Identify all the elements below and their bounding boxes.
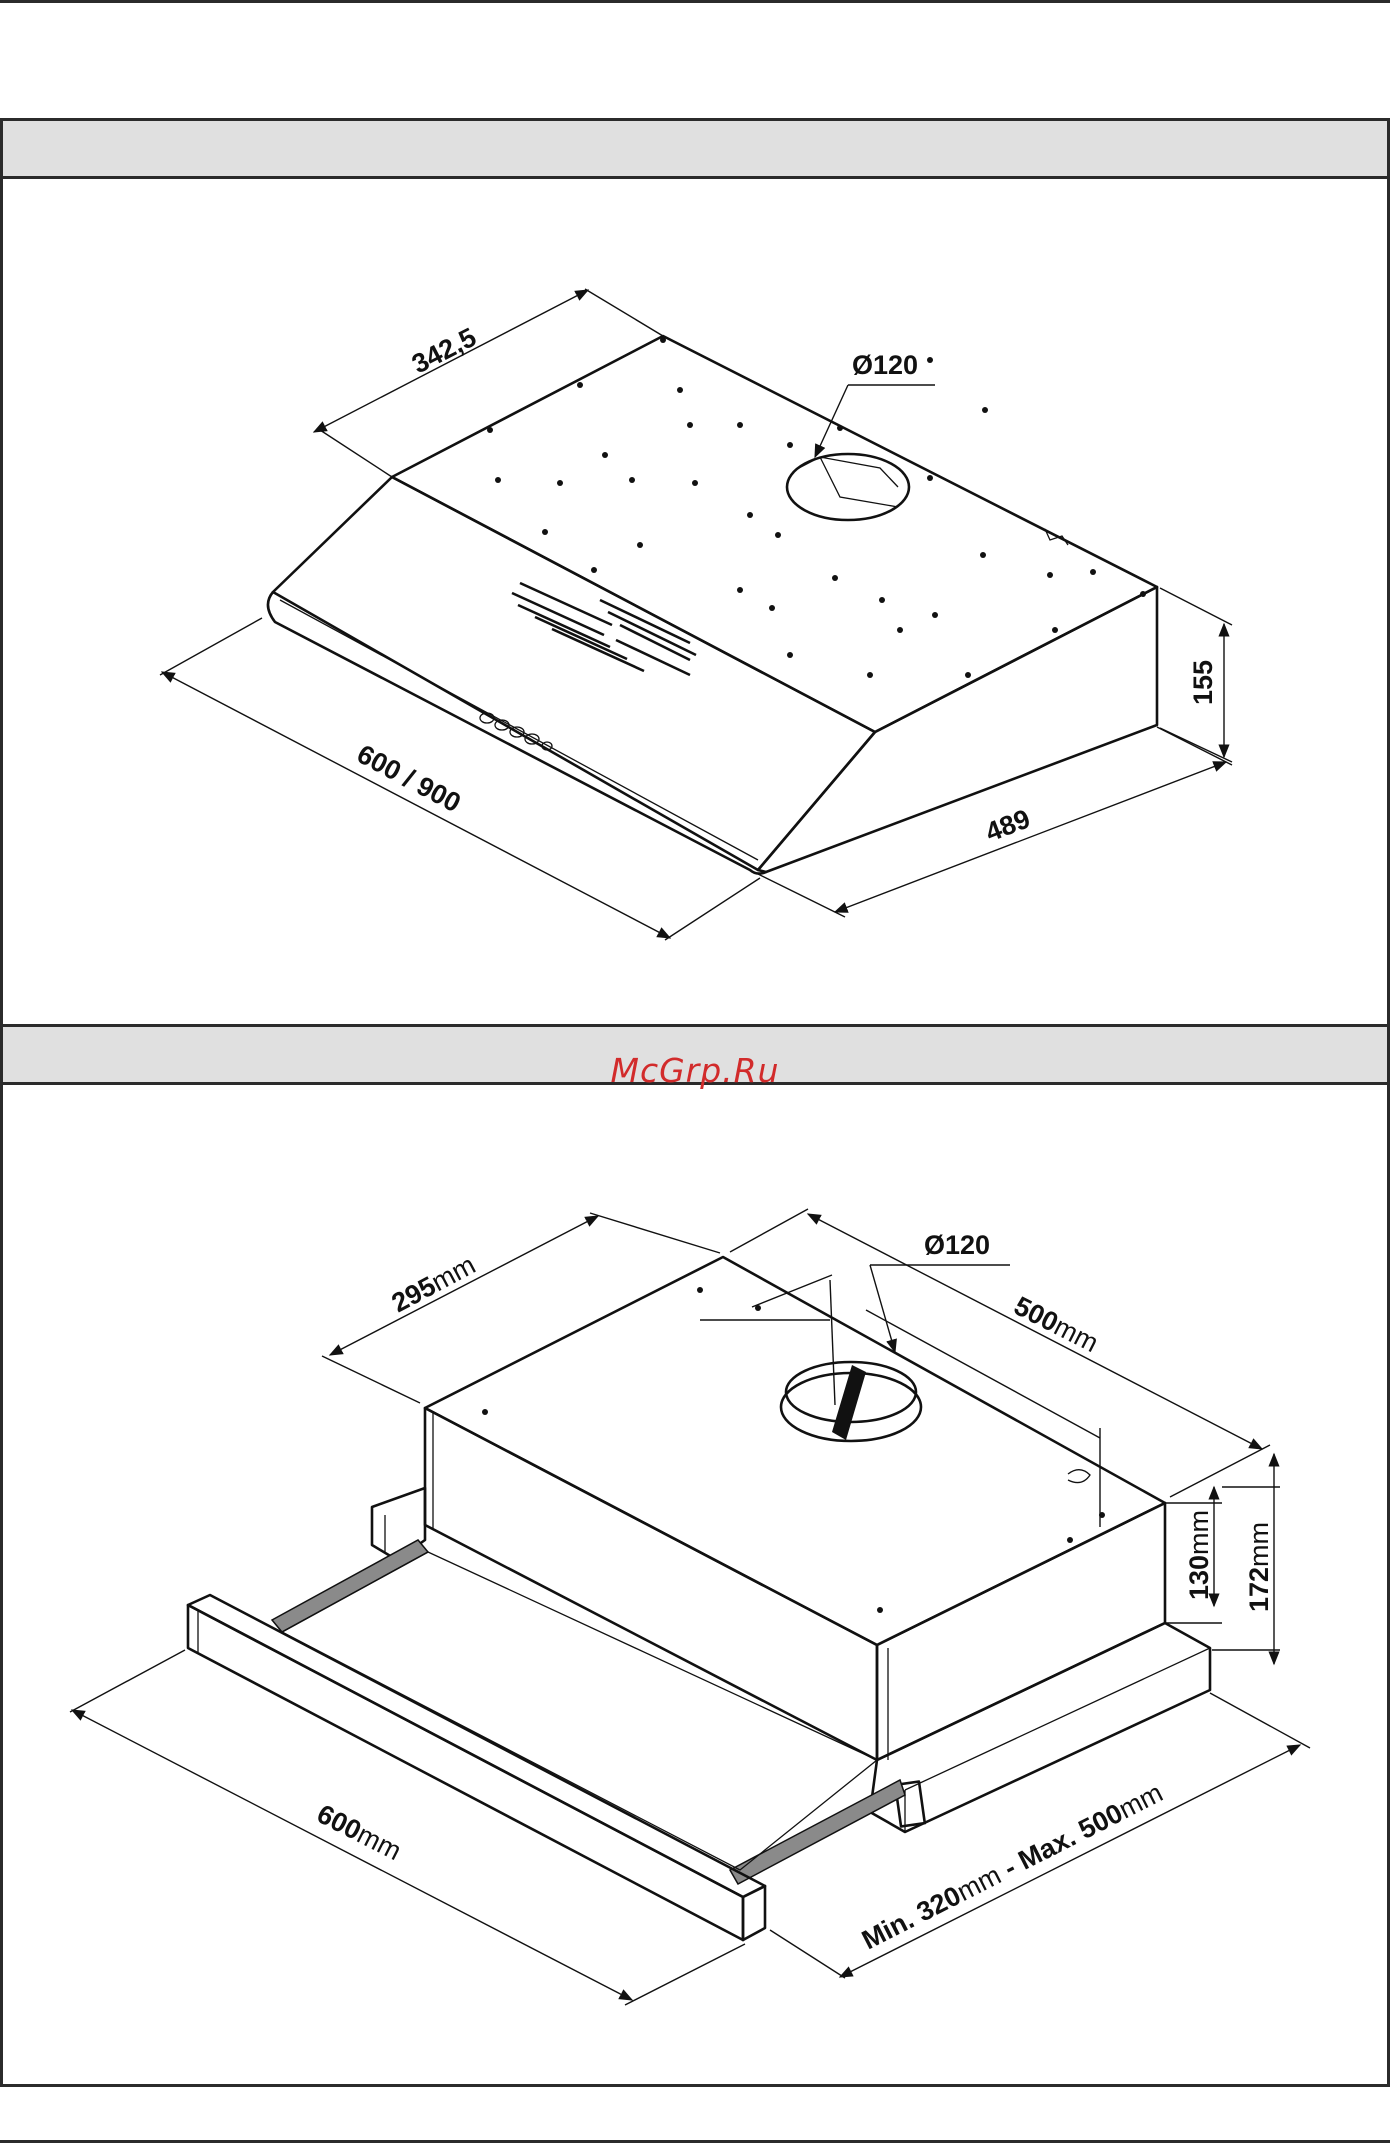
svg-text:600mm: 600mm xyxy=(312,1799,406,1867)
dim-label-height-inner-unit: mm xyxy=(1184,1510,1214,1555)
dim-label-duct-bottom: Ø120 xyxy=(924,1230,990,1260)
vent-slots xyxy=(512,583,696,675)
drawing-telescopic-hood: 295mm Ø120 500mm xyxy=(70,1209,1310,2005)
drawing-under-cabinet-hood: 342,5 Ø120 155 489 600 / 900 xyxy=(160,289,1232,940)
dim-label-height-top: 155 xyxy=(1188,660,1218,705)
dim-label-depth-side: 489 xyxy=(981,803,1034,847)
mounting-holes-bottom xyxy=(482,1287,1105,1613)
dimension-height-inner: 130mm xyxy=(1165,1487,1222,1623)
front-visor xyxy=(188,1595,765,1940)
dim-label-height-inner-value: 130 xyxy=(1184,1555,1214,1600)
dimension-depth-top: 342,5 xyxy=(314,289,663,477)
svg-text:500mm: 500mm xyxy=(1009,1291,1103,1359)
dimension-height-outer: 172mm xyxy=(1212,1454,1280,1664)
dimension-height-top: 155 xyxy=(1160,588,1232,762)
dim-label-height-outer-value: 172 xyxy=(1244,1567,1274,1612)
dimension-depth-bottom: 295mm xyxy=(322,1213,720,1403)
dim-label-duct-top: Ø120 xyxy=(852,350,918,380)
svg-text:172mm: 172mm xyxy=(1244,1522,1274,1612)
dimension-duct-top: Ø120 xyxy=(815,350,935,457)
watermark: McGrp.Ru xyxy=(0,1051,1390,1090)
dim-label-height-outer-unit: mm xyxy=(1244,1522,1274,1567)
svg-text:Min. 320mm - Max. 500mm: Min. 320mm - Max. 500mm xyxy=(857,1777,1167,1955)
dimension-width-bottom: 600mm xyxy=(70,1650,745,2005)
dim-label-depth-top: 342,5 xyxy=(407,322,481,379)
duct-collar-bottom xyxy=(781,1362,1090,1483)
dimension-duct-bottom: Ø120 xyxy=(700,1230,1100,1527)
dimension-depth-bottom-top: 500mm xyxy=(730,1209,1270,1497)
dimension-extension: Min. 320mm - Max. 500mm xyxy=(770,1693,1310,1978)
dimension-depth-top-side: 489 xyxy=(758,727,1232,917)
svg-text:130mm: 130mm xyxy=(1184,1510,1214,1600)
duct-collar-top xyxy=(787,454,909,520)
dim-label-width-top: 600 / 900 xyxy=(352,739,466,818)
